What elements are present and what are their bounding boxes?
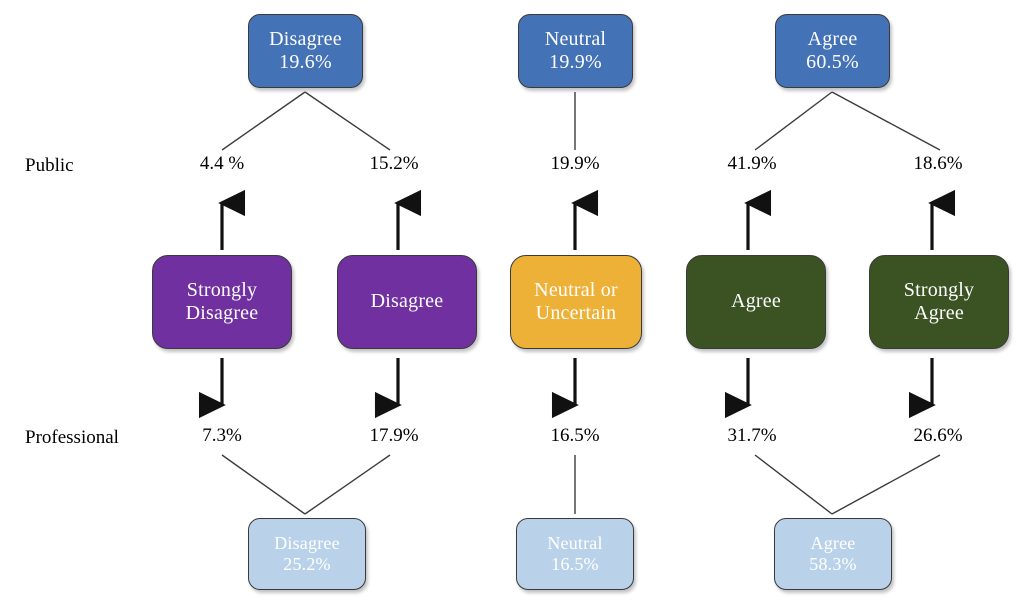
node-value: 16.5% [551, 554, 599, 574]
node-value: 58.3% [809, 554, 857, 574]
node-label-line2: Disagree [185, 302, 259, 324]
node-prof-neutral[interactable]: Neutral 16.5% [516, 518, 634, 590]
public-pct-strongly-disagree: 4.4 % [199, 153, 245, 174]
node-label: Neutral [544, 27, 607, 50]
node-public-agree[interactable]: Agree 60.5% [775, 14, 890, 88]
node-public-disagree[interactable]: Disagree 19.6% [248, 14, 363, 88]
public-pct-agree: 41.9% [727, 153, 777, 174]
node-value: 25.2% [283, 554, 331, 574]
up-arrows [218, 189, 956, 250]
node-public-neutral[interactable]: Neutral 19.9% [518, 14, 633, 88]
node-value: 19.6% [279, 51, 332, 73]
row-label-professional: Professional [25, 427, 119, 448]
public-pct-neutral: 19.9% [550, 153, 600, 174]
node-strongly-agree[interactable]: Strongly Agree [869, 255, 1009, 349]
node-label-line2: Uncertain [535, 302, 617, 324]
prof-pct-disagree: 17.9% [369, 425, 419, 446]
node-label-line1: Disagree [370, 290, 444, 313]
public-pct-strongly-agree: 18.6% [913, 153, 963, 174]
node-prof-disagree[interactable]: Disagree 25.2% [248, 518, 366, 590]
prof-pct-strongly-disagree: 7.3% [202, 425, 242, 446]
node-value: 19.9% [549, 51, 602, 73]
node-label-line2: Agree [914, 302, 964, 324]
public-pct-disagree: 15.2% [369, 153, 419, 174]
prof-pct-agree: 31.7% [727, 425, 777, 446]
row-label-public: Public [25, 155, 74, 176]
node-agree[interactable]: Agree [686, 255, 826, 349]
node-label-line1: Strongly [903, 278, 975, 301]
node-value: 60.5% [806, 51, 859, 73]
node-prof-agree[interactable]: Agree 58.3% [774, 518, 892, 590]
node-disagree[interactable]: Disagree [337, 255, 477, 349]
node-label: Agree [810, 533, 856, 554]
node-strongly-disagree[interactable]: Strongly Disagree [152, 255, 292, 349]
node-label-line1: Neutral or [534, 278, 618, 301]
node-label-line1: Agree [731, 290, 781, 313]
down-arrows [198, 358, 936, 419]
public-connector-lines [221, 91, 941, 151]
node-neutral-uncertain[interactable]: Neutral or Uncertain [510, 255, 642, 349]
node-label: Disagree [269, 27, 342, 50]
node-label: Disagree [274, 533, 340, 554]
node-label: Neutral [547, 533, 603, 554]
prof-pct-neutral: 16.5% [550, 425, 600, 446]
prof-pct-strongly-agree: 26.6% [913, 425, 963, 446]
professional-connector-lines [221, 454, 941, 515]
node-label-line1: Strongly [186, 278, 258, 301]
node-label: Agree [807, 27, 858, 50]
